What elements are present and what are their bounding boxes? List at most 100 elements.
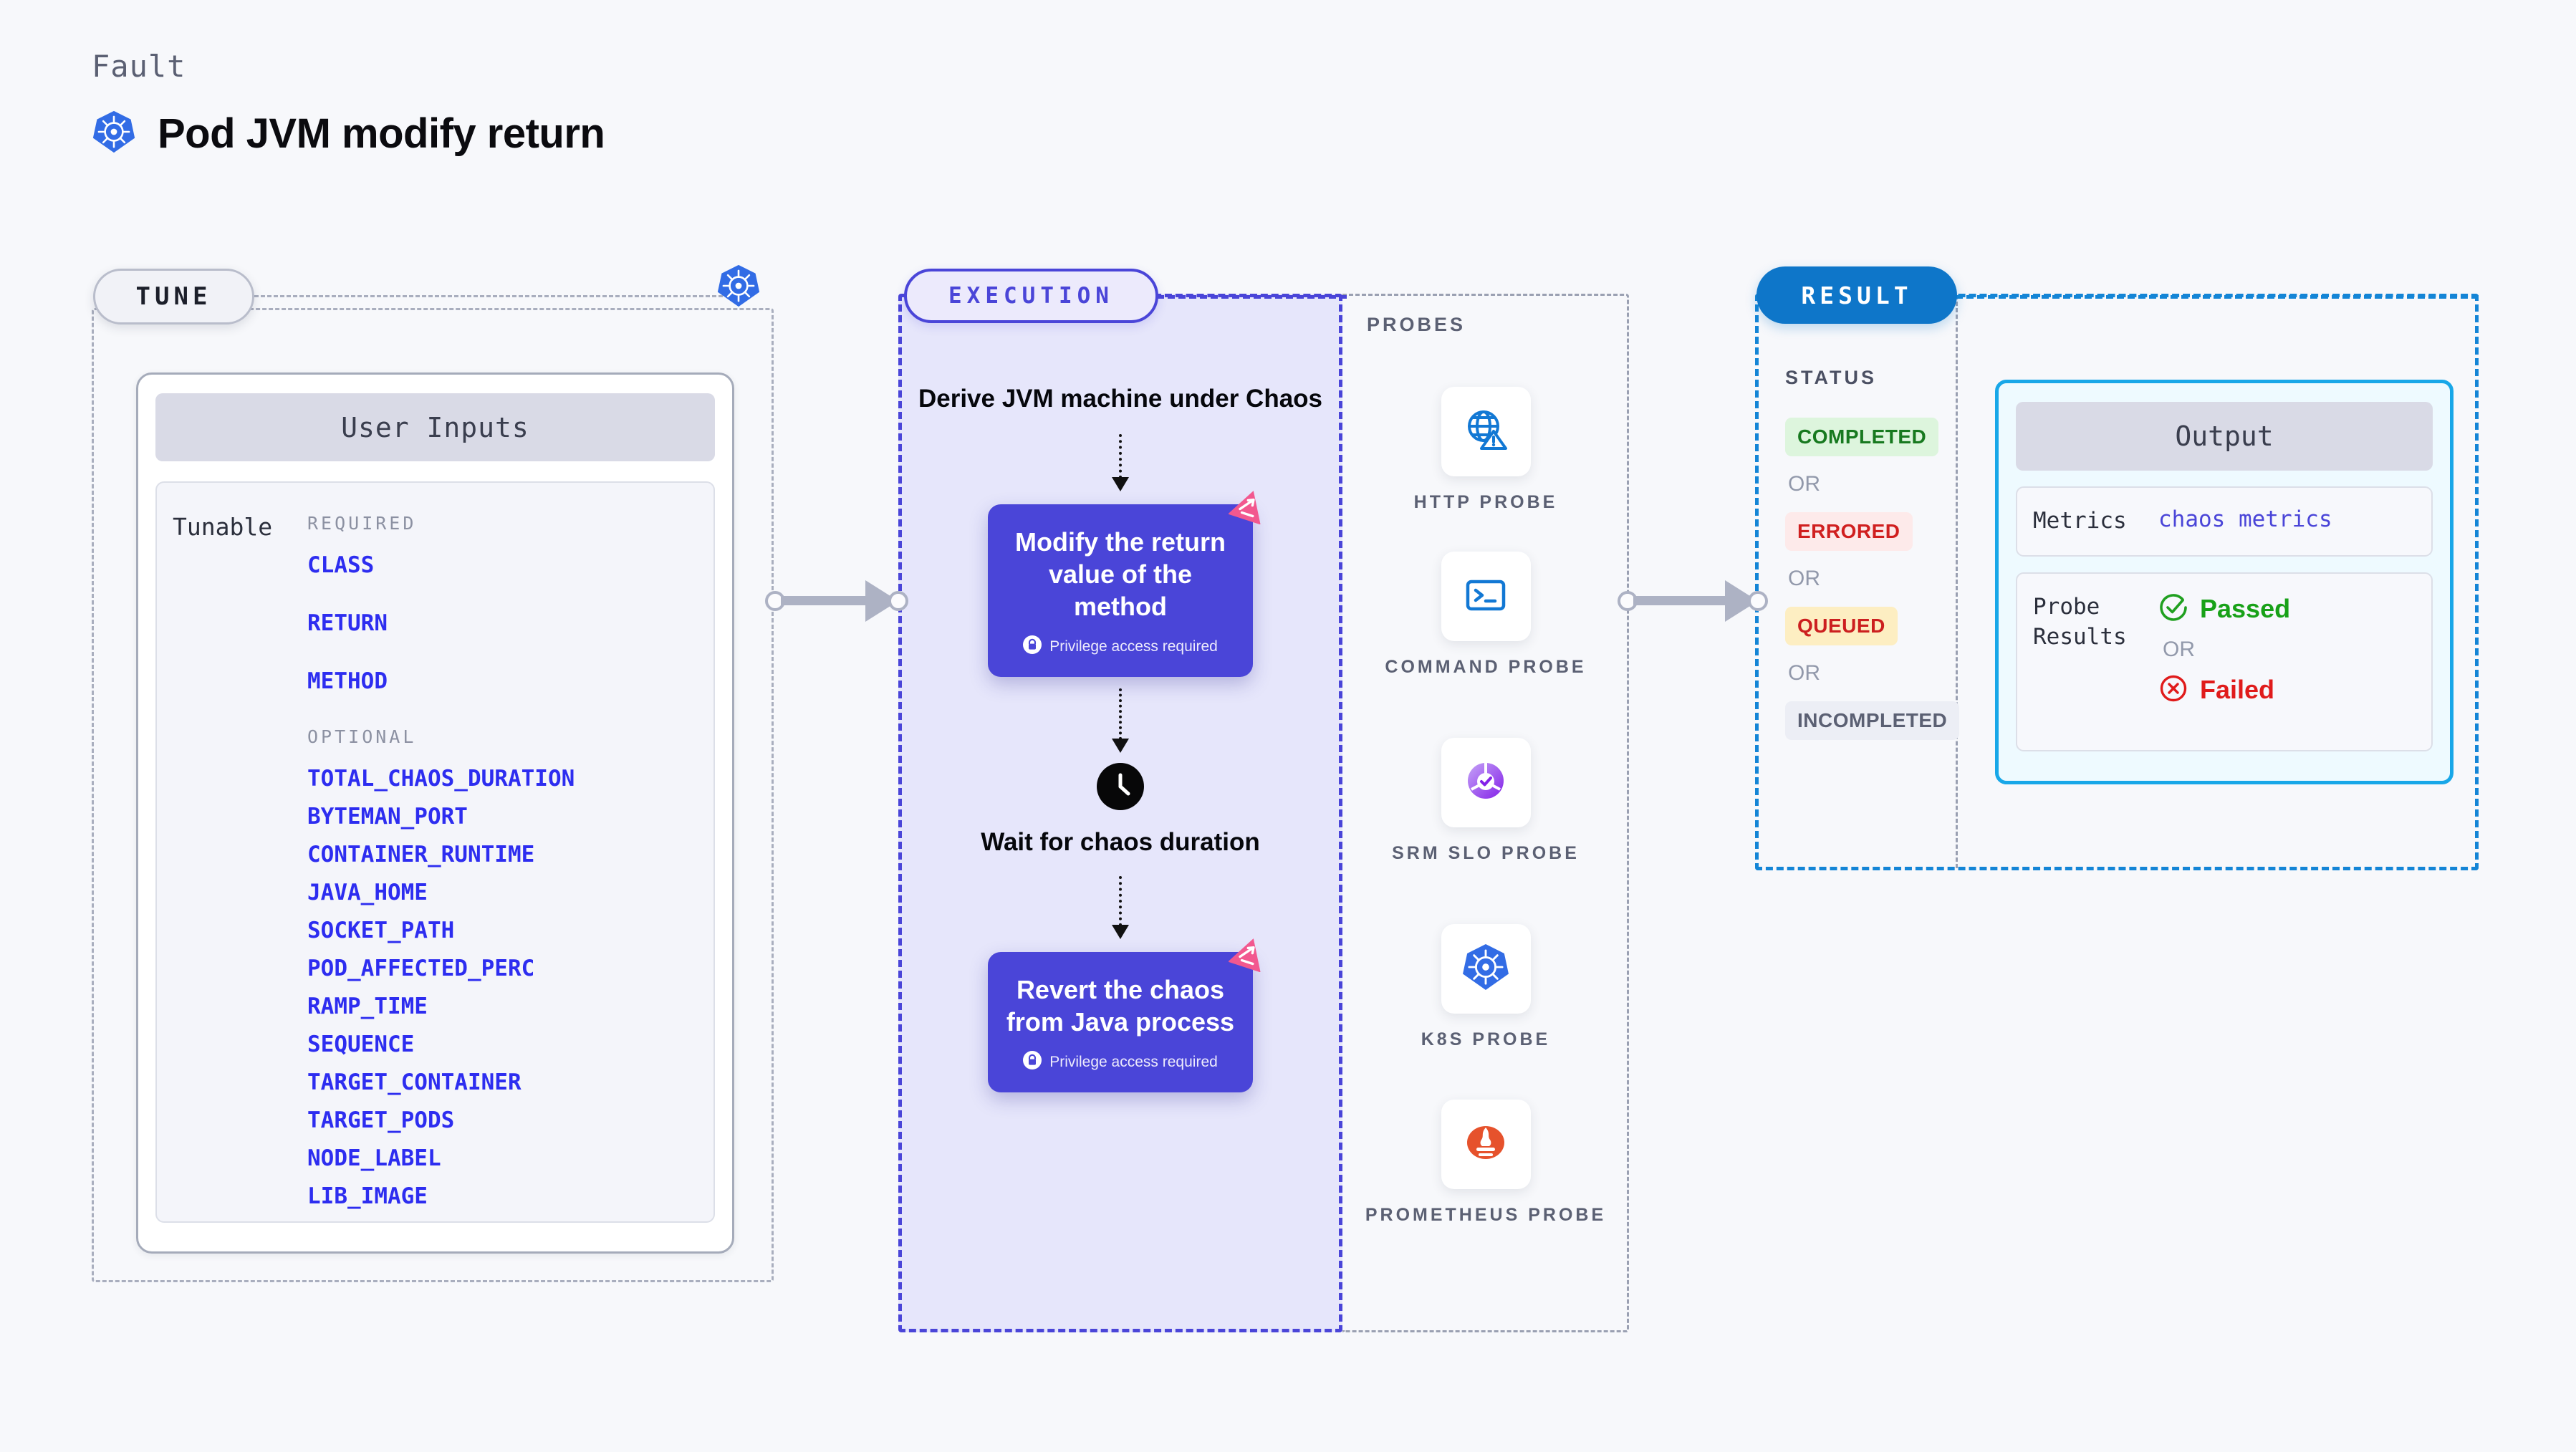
probe-label: PROMETHEUS PROBE [1365,1205,1607,1225]
status-title: STATUS [1785,367,1877,388]
probe-item-prometheus[interactable]: PROMETHEUS PROBE [1342,1100,1629,1228]
execution-action-card-modify[interactable]: Modify the return value of the method Pr… [988,490,1261,677]
probe-label: SRM SLO PROBE [1392,843,1580,863]
privilege-note-text: Privilege access required [1049,638,1218,655]
slo-gauge-check-icon [1461,756,1511,809]
x-circle-icon [2158,673,2188,707]
tunable-required-item[interactable]: RETURN [307,610,388,636]
privilege-note: Privilege access required [1001,1050,1240,1074]
litmus-logo-icon [1227,935,1269,976]
probe-label: K8S PROBE [1421,1029,1551,1049]
status-badge: ERRORED [1785,512,1913,551]
probe-label: HTTP PROBE [1413,492,1558,512]
lock-icon [1023,635,1042,658]
fault-label: Fault [92,49,186,84]
execution-step-derive: Derive JVM machine under Chaos [918,385,1323,413]
flow-arrow [1112,688,1129,753]
action-card-title: Revert the chaos from Java process [1006,974,1235,1037]
tunable-optional-item[interactable]: TARGET_CONTAINER [307,1069,522,1095]
user-inputs-header: User Inputs [155,393,715,461]
probes-panel [1342,294,1629,1332]
result-connector-line [1956,295,2479,299]
metrics-key: Metrics [2033,508,2127,534]
probe-item-k8s[interactable]: K8S PROBE [1342,924,1629,1052]
failed-label: Failed [2200,675,2275,705]
user-inputs-card: User Inputs Tunable REQUIRED CLASS RETURN… [136,372,734,1254]
tunable-optional-item[interactable]: SEQUENCE [307,1032,415,1057]
status-or-text: OR [1788,472,1820,496]
tunable-optional-item[interactable]: RAMP_TIME [307,994,428,1019]
output-header: Output [2016,402,2433,471]
metrics-value[interactable]: chaos metrics [2158,506,2332,532]
tune-connector-line [254,295,749,297]
connector-execution-to-result [1618,580,1772,622]
result-column-divider [1956,295,1958,868]
kubernetes-icon [92,110,136,158]
check-circle-icon [2158,592,2188,626]
probe-item-command[interactable]: COMMAND PROBE [1342,552,1629,680]
probe-result-or: OR [2163,637,2195,661]
required-tunable-list: CLASS RETURN METHOD [307,552,713,694]
privilege-note-text: Privilege access required [1049,1053,1218,1070]
probe-icon-card [1441,924,1531,1014]
tunable-optional-item[interactable]: JAVA_HOME [307,880,428,905]
tunable-optional-item[interactable]: BYTEMAN_PORT [307,804,468,830]
flow-arrow [1112,875,1129,939]
execution-action-card-revert[interactable]: Revert the chaos from Java process Privi… [988,938,1261,1092]
passed-label: Passed [2200,594,2291,624]
privilege-note: Privilege access required [1001,635,1240,658]
connector-tune-to-execution [765,580,908,622]
probe-icon-card [1441,738,1531,827]
terminal-icon [1461,569,1511,623]
probe-item-http[interactable]: HTTP PROBE [1342,387,1629,515]
optional-tunable-list: TOTAL_CHAOS_DURATION BYTEMAN_PORT CONTAINE… [307,766,713,1209]
tune-badge[interactable]: TUNE [93,269,254,324]
tunable-optional-item[interactable]: NODE_LABEL [307,1145,441,1171]
result-badge[interactable]: RESULT [1756,266,1957,324]
tunable-label: Tunable [173,513,273,541]
tunable-required-item[interactable]: METHOD [307,668,388,694]
status-badge: QUEUED [1785,607,1898,645]
output-title: Output [2175,420,2274,452]
tune-panel [92,308,774,1282]
tunable-required-item[interactable]: CLASS [307,552,375,578]
flow-arrow [1112,433,1129,491]
probe-icon-card [1441,1100,1531,1189]
tunable-optional-item[interactable]: TOTAL_CHAOS_DURATION [307,766,575,792]
required-group-header: REQUIRED [307,513,417,534]
probe-item-srm-slo[interactable]: SRM SLO PROBE [1342,738,1629,866]
lock-icon [1023,1050,1042,1074]
tune-kubernetes-icon [716,264,761,312]
page-header: Fault Pod JVM modify return [92,49,605,158]
tunable-optional-item[interactable]: TARGET_PODS [307,1107,455,1133]
tunable-optional-item[interactable]: POD_AFFECTED_PERC [307,956,535,981]
execution-badge[interactable]: EXECUTION [904,269,1158,323]
tunable-optional-item[interactable]: LIB_IMAGE [307,1183,428,1209]
action-card-title: Modify the return value of the method [1015,527,1226,621]
probes-title: PROBES [1367,314,1466,335]
probe-result-failed: Failed [2158,673,2290,707]
user-inputs-title: User Inputs [341,411,529,443]
litmus-logo-icon [1227,487,1269,528]
title-row: Pod JVM modify return [92,110,605,158]
tunable-optional-item[interactable]: SOCKET_PATH [307,918,455,943]
optional-group-header: OPTIONAL [307,726,417,747]
globe-warning-icon [1460,404,1512,459]
clock-icon [1097,762,1144,814]
probe-icon-card [1441,387,1531,476]
status-badge: INCOMPLETED [1785,701,1960,740]
probe-results-row: Probe Results Passed OR [2016,572,2433,751]
probe-result-passed: Passed [2158,592,2290,626]
probe-label: COMMAND PROBE [1385,657,1587,677]
status-badge: COMPLETED [1785,418,1939,456]
execution-step-wait: Wait for chaos duration [981,827,1260,856]
tunable-optional-item[interactable]: CONTAINER_RUNTIME [307,842,535,867]
status-or-text: OR [1788,567,1820,590]
tunable-box: Tunable REQUIRED CLASS RETURN METHOD OPTIO… [155,481,715,1223]
execution-flow: Derive JVM machine under Chaos Modify th… [898,294,1342,1092]
prometheus-icon [1461,1117,1511,1171]
probe-icon-card [1441,552,1531,641]
execution-connector-line [1157,295,1347,299]
